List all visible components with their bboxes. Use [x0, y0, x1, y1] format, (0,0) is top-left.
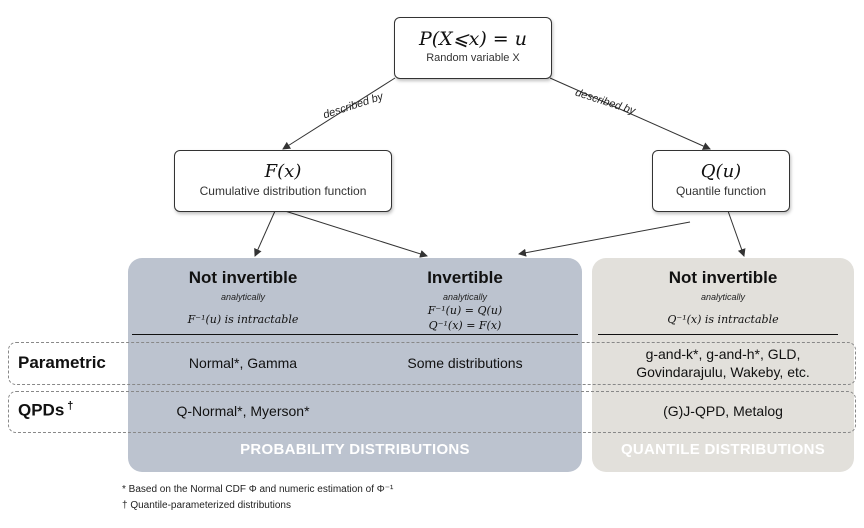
- col2-math-2: Q⁻¹(x) = F(x): [428, 319, 502, 332]
- qpds-col3: (G)J-QPD, Metalog: [663, 403, 783, 419]
- qpds-label-text: QPDs: [18, 400, 65, 420]
- footnote-normal-cdf: * Based on the Normal CDF Φ and numeric …: [122, 484, 394, 495]
- probability-distributions-panel: [128, 258, 582, 472]
- col3-qualifier: analytically: [700, 292, 746, 302]
- cdf-formula: F(x): [264, 161, 302, 182]
- edge-cdf-to-noninv: [254, 210, 276, 257]
- cdf-box: F(x) Cumulative distribution function: [174, 150, 392, 212]
- col3-math: Q⁻¹(x) is intractable: [667, 313, 779, 326]
- edge-top-to-cdf: [282, 77, 396, 150]
- edge-qf-to-inv: [518, 221, 691, 257]
- quantile-function-box: Q(u) Quantile function: [652, 150, 790, 212]
- col2-qualifier: analytically: [442, 292, 488, 302]
- qpds-dagger: †: [67, 400, 74, 412]
- parametric-col3-line2: Govindarajulu, Wakeby, etc.: [636, 364, 810, 380]
- cdf-subtitle: Cumulative distribution function: [199, 184, 367, 198]
- top-subtitle: Random variable X: [426, 52, 520, 64]
- col2-header: Invertible: [427, 268, 503, 287]
- col1-qualifier: analytically: [220, 292, 266, 302]
- row-label-qpds: QPDs†: [18, 400, 73, 421]
- qpds-col1: Q-Normal*, Myerson*: [176, 403, 310, 419]
- qf-subtitle: Quantile function: [675, 184, 767, 198]
- qf-formula: Q(u): [700, 161, 742, 182]
- footnote-qpd: † Quantile-parameterized distributions: [122, 500, 291, 511]
- top-formula: P(X⩽x) = u: [418, 28, 527, 50]
- prob-header-rule: [132, 334, 578, 335]
- qpds-row-outline: [8, 391, 856, 433]
- quantile-distributions-title: QUANTILE DISTRIBUTIONS: [620, 441, 826, 458]
- parametric-col1: Normal*, Gamma: [188, 355, 298, 371]
- col2-math-1: F⁻¹(u) = Q(u): [427, 304, 503, 317]
- parametric-row-outline: [8, 342, 856, 385]
- edge-cdf-to-inv: [284, 210, 428, 258]
- parametric-col2: Some distributions: [407, 355, 523, 371]
- quantile-distributions-panel: [592, 258, 854, 472]
- probability-distributions-title: PROBABILITY DISTRIBUTIONS: [240, 441, 470, 458]
- edge-top-to-qf: [549, 77, 711, 150]
- row-label-parametric: Parametric: [18, 353, 106, 372]
- col1-header: Not invertible: [188, 268, 298, 287]
- col3-header: Not invertible: [668, 268, 778, 287]
- col1-math: F⁻¹(u) is intractable: [187, 313, 299, 326]
- quant-header-rule: [598, 334, 838, 335]
- parametric-col3-line1: g-and-k*, g-and-h*, GLD,: [645, 346, 801, 362]
- random-variable-box: P(X⩽x) = u Random variable X: [394, 17, 552, 79]
- edge-qf-to-noninv: [727, 210, 746, 257]
